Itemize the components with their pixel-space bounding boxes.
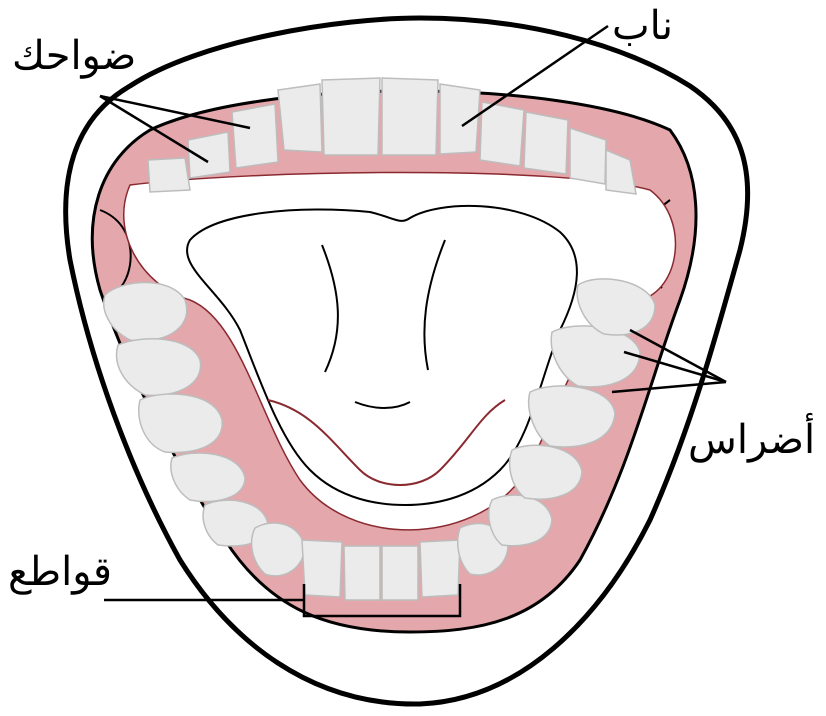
premolar-tooth <box>489 495 552 546</box>
upper-tooth <box>480 102 524 166</box>
upper-tooth <box>382 78 438 155</box>
incisor-tooth <box>420 540 460 597</box>
upper-tooth <box>322 78 380 155</box>
upper-tooth <box>148 158 190 192</box>
molar-tooth <box>139 394 222 452</box>
incisor-tooth <box>382 546 418 600</box>
incisor-tooth <box>302 540 342 597</box>
incisor-tooth <box>344 546 380 600</box>
upper-tooth <box>232 104 278 168</box>
molars-label: أضراس <box>688 420 815 460</box>
upper-tooth <box>524 112 568 174</box>
incisors-label: قواطع <box>8 552 112 592</box>
canine-label: ناب <box>612 6 673 46</box>
upper-tooth <box>278 84 322 152</box>
premolars-label: ضواحك <box>12 36 136 76</box>
